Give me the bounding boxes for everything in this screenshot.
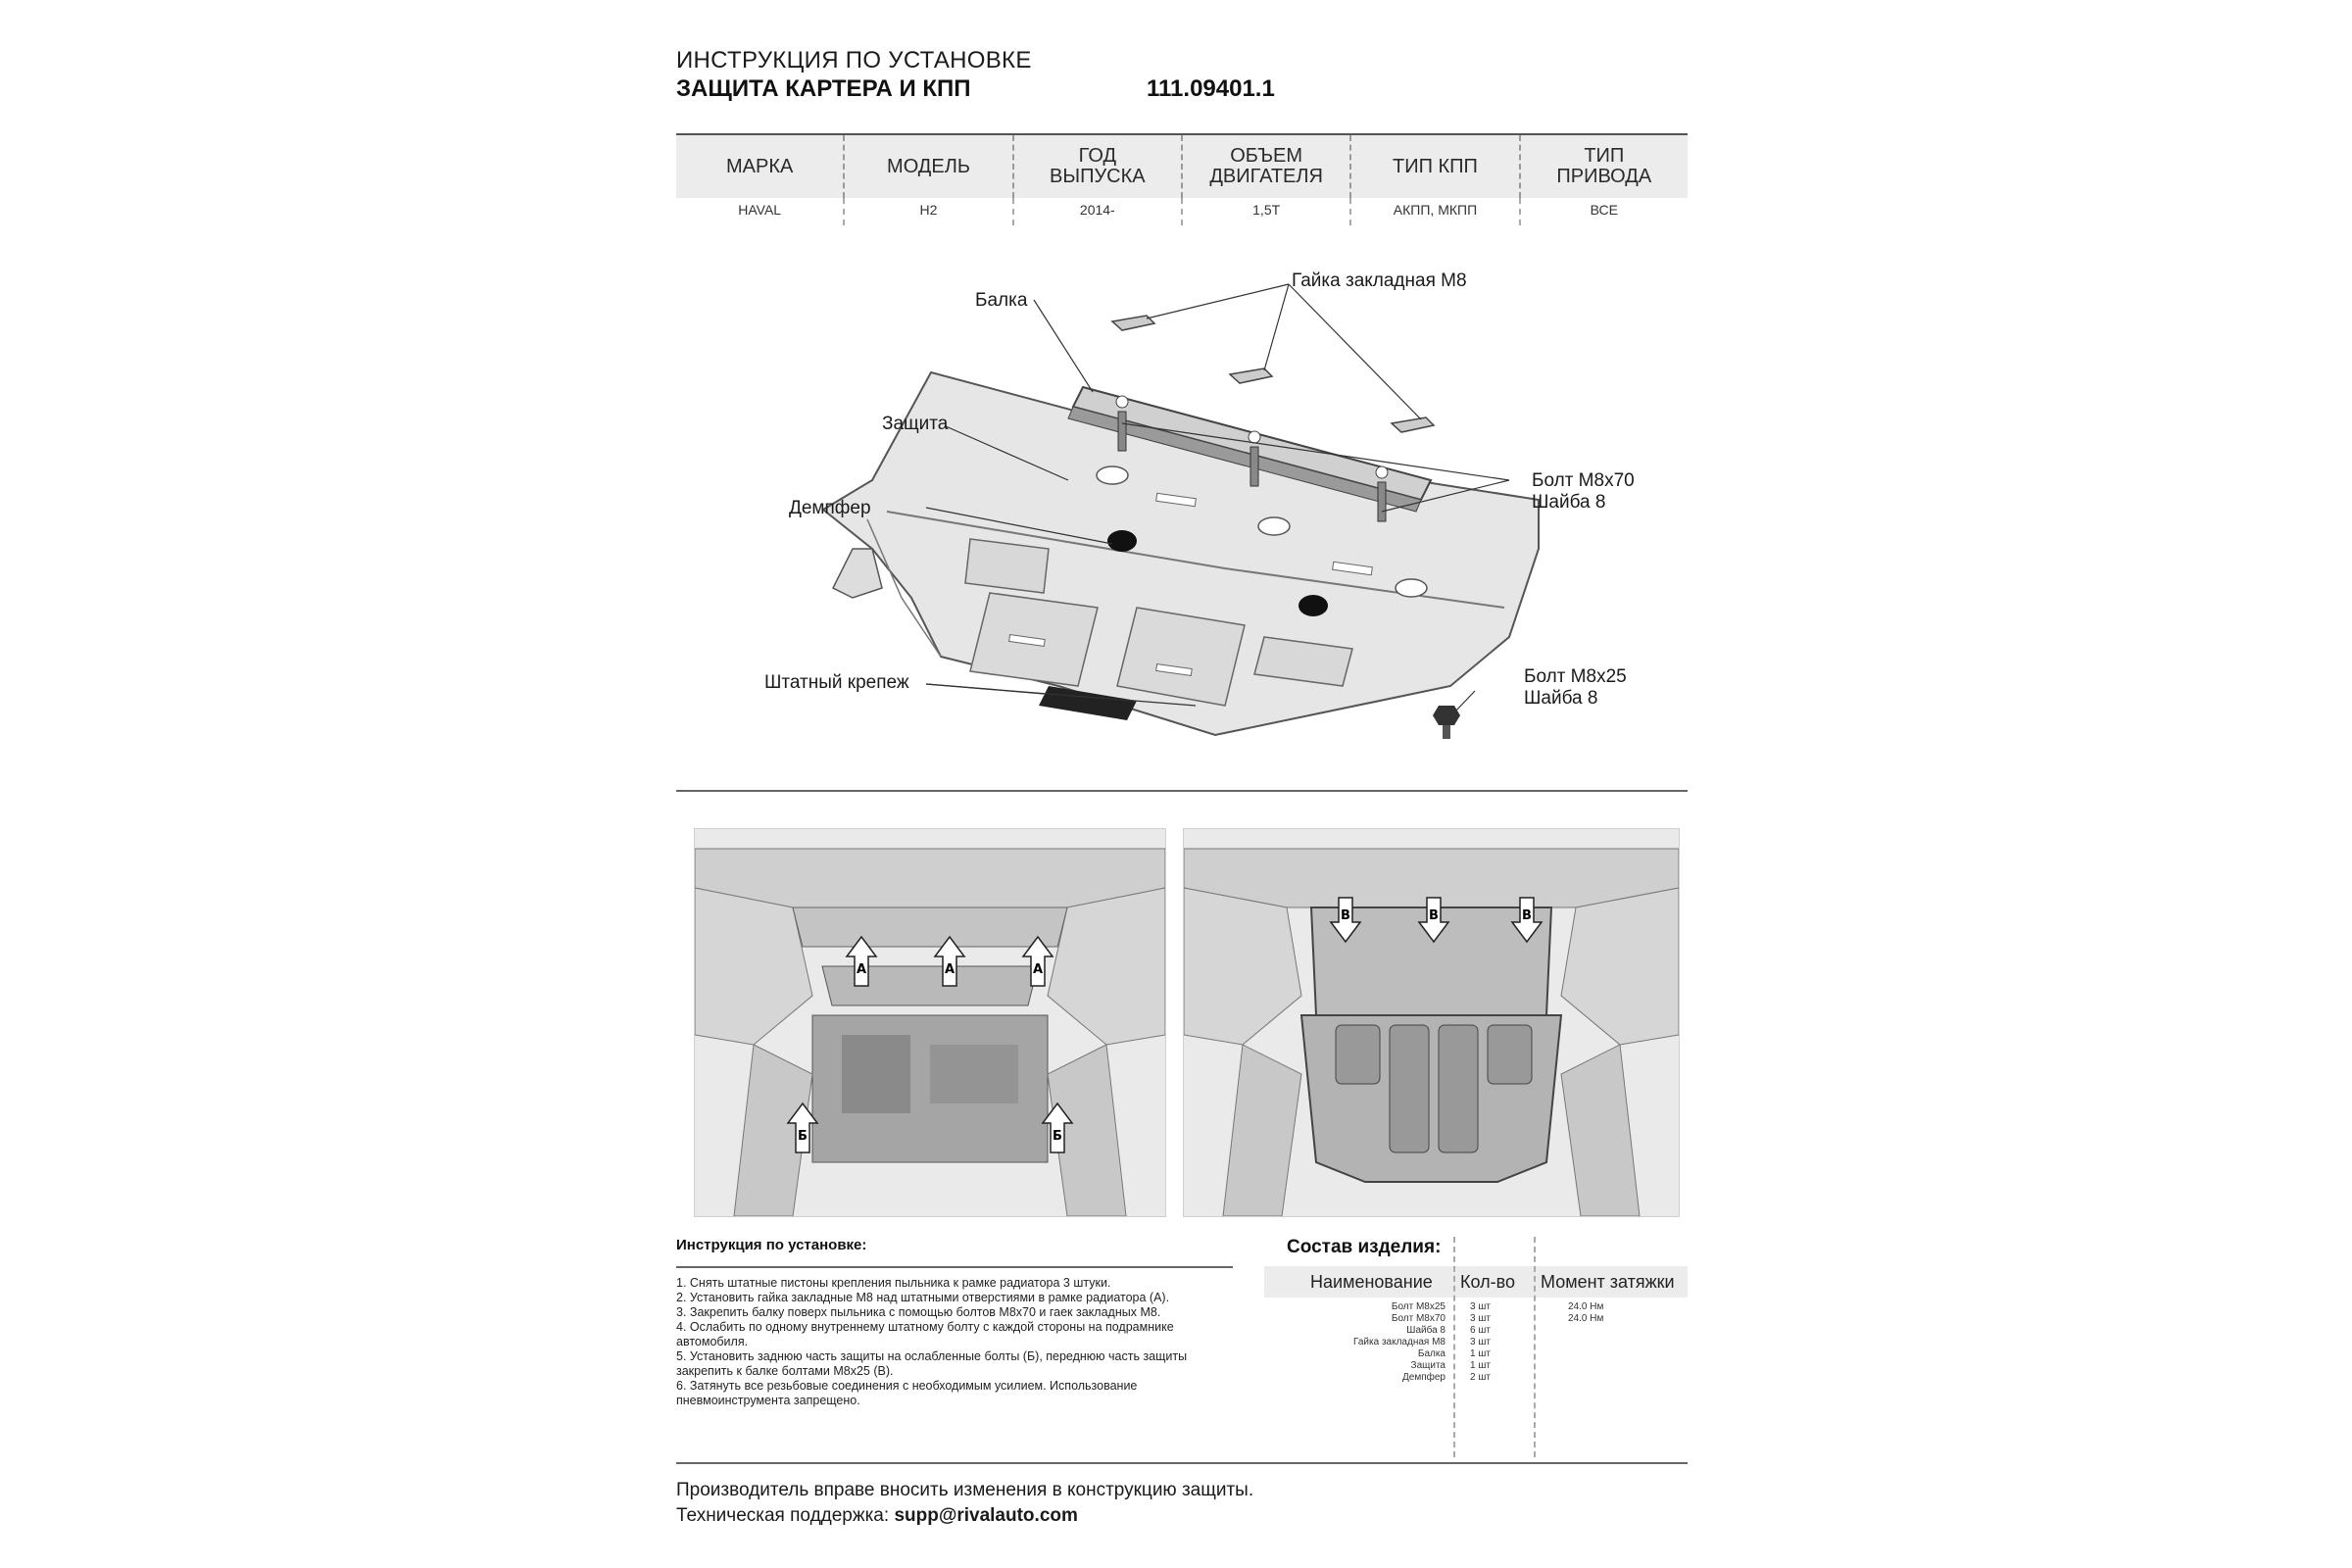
component-name: Защита	[1410, 1360, 1446, 1371]
spec-header-gearbox: ТИП КПП	[1351, 135, 1521, 198]
instructions-rule	[676, 1266, 1233, 1268]
component-qty: 1 шт	[1470, 1348, 1491, 1359]
bolt-m8x25-illustration	[1433, 706, 1460, 739]
component-torque: 24.0 Нм	[1568, 1301, 1604, 1312]
label-beam: Балка	[975, 290, 1028, 311]
component-qty: 3 шт	[1470, 1301, 1491, 1312]
document-subtitle: ЗАЩИТА КАРТЕРА И КПП	[676, 75, 971, 102]
marker-v-3: В	[1522, 908, 1532, 923]
part-number: 111.09401.1	[1147, 75, 1275, 102]
instruction-step: 3. Закрепить балку поверх пыльника с пом…	[676, 1305, 1161, 1319]
instruction-step: 5. Установить заднюю часть защиты на осл…	[676, 1349, 1188, 1363]
guard-plate-illustration	[821, 370, 1540, 737]
label-welded-nut: Гайка закладная М8	[1292, 270, 1467, 291]
document-title: ИНСТРУКЦИЯ ПО УСТАНОВКЕ	[676, 47, 1032, 74]
beam-illustration	[1067, 385, 1433, 522]
component-name: Шайба 8	[1406, 1325, 1446, 1336]
spec-value-brand: HAVAL	[676, 198, 846, 225]
instruction-step: 1. Снять штатные пистоны крепления пыльн…	[676, 1276, 1111, 1290]
spec-value-engine: 1,5T	[1183, 198, 1352, 225]
marker-b-1: Б	[798, 1129, 808, 1144]
components-column-divider	[1534, 1237, 1536, 1457]
install-step-photo-right: В В В	[1183, 828, 1680, 1217]
component-name: Демпфер	[1402, 1372, 1446, 1383]
support-label: Техническая поддержка:	[676, 1505, 890, 1526]
instruction-step: закрепить к балке болтами М8х25 (В).	[676, 1364, 894, 1378]
components-header-torque: Момент затяжки	[1541, 1272, 1675, 1292]
welded-nuts-illustration	[1110, 315, 1436, 433]
components-torque-column: 24.0 Нм 24.0 Нм	[1568, 1301, 1656, 1325]
components-column-divider	[1453, 1237, 1455, 1457]
label-damper: Демпфер	[789, 498, 871, 518]
label-standard-fastener: Штатный крепеж	[764, 672, 909, 693]
label-guard: Защита	[882, 414, 949, 434]
spec-header-brand: МАРКА	[676, 135, 846, 198]
component-qty: 3 шт	[1470, 1337, 1491, 1348]
instructions-list: 1. Снять штатные пистоны крепления пыльн…	[676, 1276, 1245, 1408]
spec-table-top-rule	[676, 133, 1688, 135]
callout-leader-lines	[925, 283, 1510, 712]
spec-table-values: HAVAL H2 2014- 1,5T АКПП, МКПП ВСЕ	[676, 198, 1688, 225]
spec-value-drive: ВСЕ	[1590, 202, 1618, 218]
instruction-step: пневмоинструмента запрещено.	[676, 1394, 860, 1407]
components-header-name: Наименование	[1310, 1272, 1433, 1292]
spec-value-model: H2	[845, 198, 1014, 225]
component-torque: 24.0 Нм	[1568, 1313, 1604, 1324]
component-name: Болт М8х70	[1391, 1313, 1446, 1324]
components-qty-column: 3 шт 3 шт 6 шт 3 шт 1 шт 1 шт 2 шт	[1470, 1301, 1519, 1384]
install-step-photo-left: А А А Б Б	[694, 828, 1166, 1217]
footer-rule	[676, 1462, 1688, 1464]
instruction-step: автомобиля.	[676, 1335, 749, 1348]
component-qty: 1 шт	[1470, 1360, 1491, 1371]
footer-disclaimer: Производитель вправе вносить изменения в…	[676, 1480, 1254, 1500]
marker-a-3: А	[1033, 962, 1043, 977]
component-name: Гайка закладная М8	[1353, 1337, 1446, 1348]
component-qty: 6 шт	[1470, 1325, 1491, 1336]
marker-b-2: Б	[1053, 1129, 1062, 1144]
section-divider	[676, 790, 1688, 792]
exploded-assembly-diagram	[821, 283, 1540, 739]
marker-a-2: А	[945, 962, 955, 977]
components-header-qty: Кол-во	[1460, 1272, 1515, 1292]
marker-a-1: А	[857, 962, 866, 977]
spec-value-gearbox: АКПП, МКПП	[1351, 198, 1521, 225]
instruction-step: 2. Установить гайка закладные М8 над шта…	[676, 1291, 1170, 1304]
marker-v-2: В	[1429, 908, 1439, 923]
components-title: Состав изделия:	[1287, 1237, 1442, 1257]
component-name: Болт М8х25	[1391, 1301, 1446, 1312]
components-header-bar	[1264, 1266, 1688, 1298]
component-qty: 3 шт	[1470, 1313, 1491, 1324]
spec-header-model: МОДЕЛЬ	[845, 135, 1014, 198]
components-name-column: Болт М8х25 Болт М8х70 Шайба 8 Гайка закл…	[1303, 1301, 1446, 1384]
spec-value-year: 2014-	[1014, 198, 1183, 225]
component-name: Балка	[1417, 1348, 1446, 1359]
instructions-title: Инструкция по установке:	[676, 1237, 867, 1253]
marker-v-1: В	[1341, 908, 1350, 923]
footer-support: Техническая поддержка: supp@rivalauto.co…	[676, 1505, 1078, 1527]
support-email-link[interactable]: supp@rivalauto.com	[894, 1505, 1078, 1526]
instruction-step: 4. Ослабить по одному внутреннему штатно…	[676, 1320, 1174, 1334]
component-qty: 2 шт	[1470, 1372, 1491, 1383]
instruction-step: 6. Затянуть все резьбовые соединения с н…	[676, 1379, 1138, 1393]
